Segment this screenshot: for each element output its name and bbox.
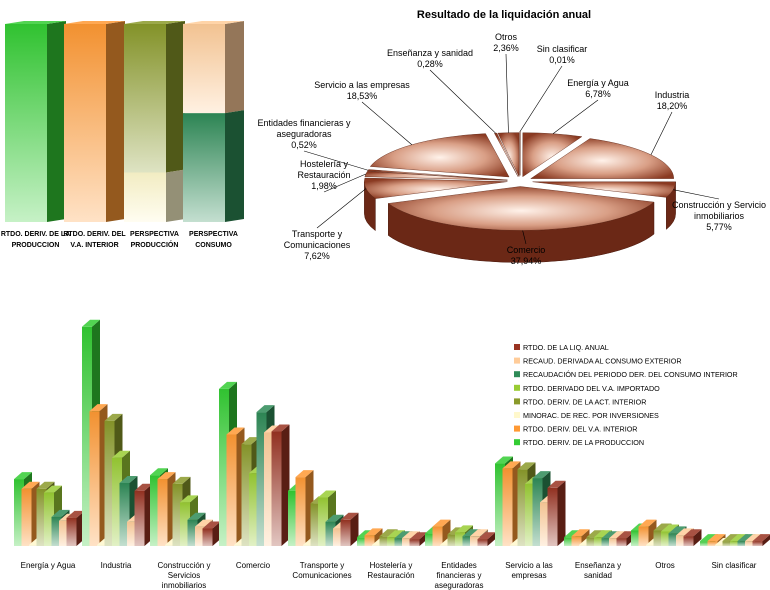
legend-label: RTDO. DERIV. DE LA PRODUCCION: [523, 438, 644, 447]
leader-line: [650, 111, 673, 155]
legend-item: RECAUD. DERIVADA AL CONSUMO EXTERIOR: [514, 357, 682, 366]
bar: [271, 424, 290, 546]
leader-line: [303, 150, 369, 171]
bar: [752, 534, 770, 546]
category-label: Comercio: [236, 561, 271, 570]
leader-line: [323, 173, 366, 193]
leader-line: [361, 101, 413, 145]
category-label: Industria: [101, 561, 132, 570]
chart-title: Resultado de la liquidación anual: [417, 9, 591, 21]
bar: [477, 532, 496, 546]
pie-slice: [530, 138, 674, 179]
leader-line: [505, 53, 509, 133]
leader-line: [552, 99, 599, 134]
leader-line: [673, 189, 720, 200]
legend-label: RTDO. DERIVADO DEL V.A. IMPORTADO: [523, 384, 660, 393]
pie-slice: [532, 181, 676, 198]
legend-swatch: [514, 344, 520, 350]
pie-slice: [387, 186, 655, 231]
stacked-bar-segment: [183, 110, 244, 222]
category-label: Energía y Agua: [21, 561, 76, 570]
bar: [202, 521, 221, 546]
legend-item: RTDO. DERIV. DE LA ACT. INTERIOR: [514, 397, 646, 406]
category-label: Sin clasificar: [712, 561, 757, 570]
legend-swatch: [514, 412, 520, 418]
legend-item: RTDO. DE LA LIQ. ANUAL: [514, 343, 609, 352]
legend-item: RTDO. DERIVADO DEL V.A. IMPORTADO: [514, 384, 660, 393]
bar: [66, 510, 85, 546]
leader-line: [429, 69, 496, 134]
pie-slice: [369, 133, 510, 178]
legend-swatch: [514, 398, 520, 405]
bar: [134, 483, 153, 546]
bar: [683, 529, 702, 546]
bar: [547, 480, 566, 546]
stacked-bar-segment: [64, 21, 125, 222]
legend-swatch: [514, 371, 520, 378]
legend-swatch: [514, 384, 520, 391]
pie-slice: [364, 177, 508, 199]
pie-slice: [522, 132, 583, 178]
legend-label: RTDO. DERIV. DEL V.A. INTERIOR: [523, 425, 638, 434]
bar: [340, 512, 359, 546]
stacked-bar-segment: [124, 21, 185, 173]
leader-line: [316, 188, 367, 229]
legend-label: RECAUDACIÓN DEL PERIODO DER. DEL CONSUMO…: [523, 370, 738, 379]
stacked-bar-segment: [183, 21, 244, 114]
legend-item: RECAUDACIÓN DEL PERIODO DER. DEL CONSUMO…: [514, 370, 738, 379]
legend-label: MINORAC. DE REC. POR INVERSIONES: [523, 411, 659, 420]
legend-item: RTDO. DERIV. DE LA PRODUCCION: [514, 438, 644, 447]
legend-label: RTDO. DERIV. DE LA ACT. INTERIOR: [523, 397, 646, 406]
legend-label: RECAUD. DERIVADA AL CONSUMO EXTERIOR: [523, 357, 682, 366]
legend-swatch: [514, 425, 520, 432]
legend-item: MINORAC. DE REC. POR INVERSIONES: [514, 411, 659, 420]
legend-swatch: [514, 439, 520, 446]
legend-label: RTDO. DE LA LIQ. ANUAL: [523, 343, 609, 352]
stacked-bar-segment: [124, 169, 185, 222]
legend: RTDO. DE LA LIQ. ANUAL RECAUD. DERIVADA A…: [514, 343, 738, 447]
legend-item: RTDO. DERIV. DEL V.A. INTERIOR: [514, 425, 638, 434]
legend-swatch: [514, 357, 520, 364]
stacked-bar-segment: [5, 21, 66, 222]
pie-slice: [364, 171, 508, 181]
leader-line: [519, 65, 563, 132]
leader-line: [522, 230, 527, 245]
category-label: Otros: [655, 561, 675, 570]
